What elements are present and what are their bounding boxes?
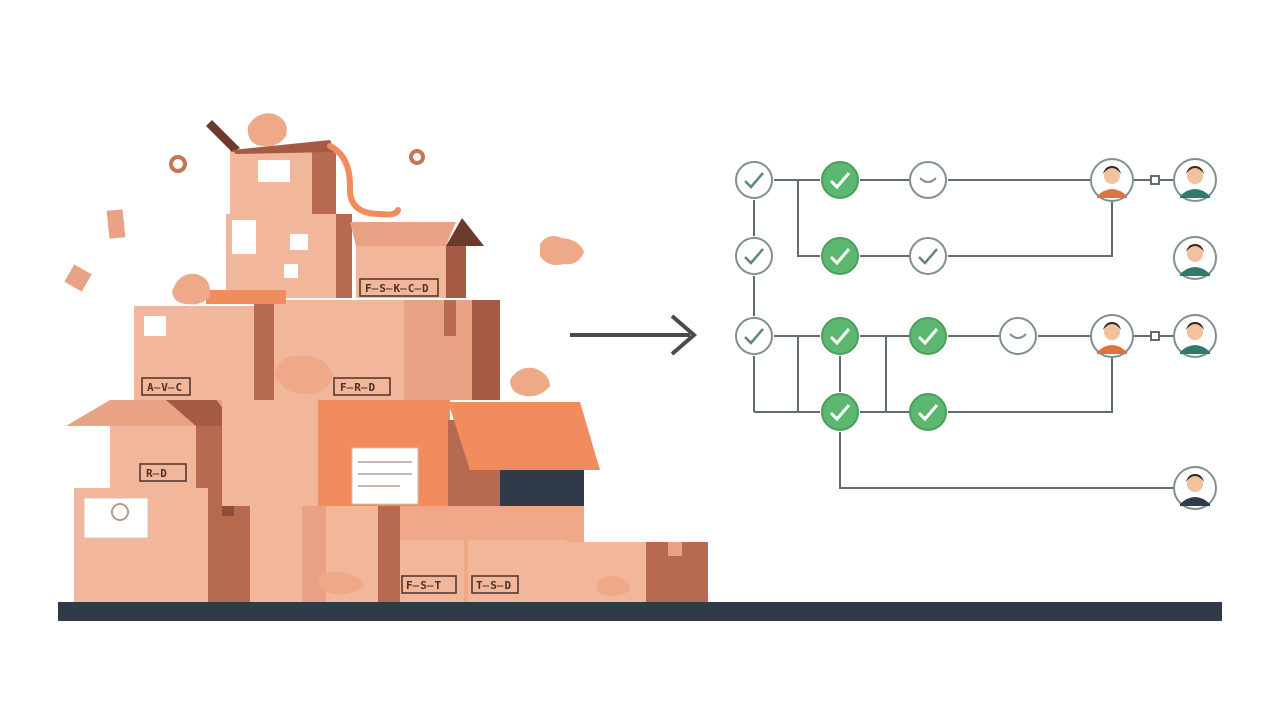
check-icon bbox=[918, 248, 938, 265]
smile-icon bbox=[919, 177, 937, 183]
check-node-outline bbox=[735, 237, 773, 275]
packing-peanut-cluster bbox=[318, 571, 364, 595]
pending-node bbox=[909, 161, 947, 199]
check-node-outline bbox=[909, 237, 947, 275]
pending-node bbox=[999, 317, 1037, 355]
box-side bbox=[312, 150, 336, 214]
check-icon bbox=[829, 172, 851, 190]
person-icon bbox=[1173, 466, 1217, 510]
flying-peanut bbox=[409, 149, 425, 165]
packing-peanut-cluster bbox=[274, 355, 333, 395]
check-node-complete bbox=[821, 161, 859, 199]
packing-slip bbox=[351, 447, 419, 505]
person-icon bbox=[1173, 314, 1217, 358]
packing-peanut-cluster bbox=[172, 273, 211, 305]
smile-icon bbox=[1009, 333, 1027, 339]
packing-ribbon bbox=[327, 143, 401, 218]
box-tape bbox=[444, 300, 456, 336]
box-label-frame bbox=[471, 575, 519, 594]
check-node-complete bbox=[821, 237, 859, 275]
box-flap bbox=[232, 140, 336, 154]
packing-peanut-cluster bbox=[247, 113, 287, 147]
check-icon bbox=[744, 328, 764, 345]
workflow-connectors bbox=[753, 179, 1174, 489]
box-flap bbox=[350, 222, 456, 246]
box-label: A̶V̶C bbox=[147, 381, 183, 394]
box-flap bbox=[206, 120, 240, 152]
box-side bbox=[196, 420, 222, 488]
box-label: T̶S̶D bbox=[476, 579, 512, 592]
flying-peanut bbox=[169, 155, 187, 173]
box-label-frame bbox=[359, 278, 439, 297]
box-side bbox=[472, 300, 500, 400]
floor bbox=[58, 602, 1222, 621]
check-icon bbox=[917, 328, 939, 346]
check-icon bbox=[829, 248, 851, 266]
shipping-label bbox=[232, 220, 256, 254]
packing-peanut-cluster bbox=[596, 575, 630, 597]
arrow-right-icon bbox=[570, 314, 698, 356]
connector-dot bbox=[1150, 331, 1160, 341]
check-icon bbox=[829, 328, 851, 346]
box bbox=[254, 300, 404, 400]
check-node-outline bbox=[735, 317, 773, 355]
check-icon bbox=[829, 404, 851, 422]
flying-peanut bbox=[540, 236, 584, 265]
box-label: R̶D bbox=[146, 467, 168, 480]
person-icon bbox=[1090, 158, 1134, 202]
box-side bbox=[446, 246, 466, 298]
box-label: F̶R̶D bbox=[340, 381, 376, 394]
check-node-complete bbox=[909, 317, 947, 355]
box bbox=[468, 540, 566, 602]
shipping-label bbox=[258, 160, 290, 182]
box-label-frame bbox=[333, 377, 391, 396]
shipping-label bbox=[290, 234, 308, 250]
box-label: F̶S̶K̶C̶D bbox=[365, 282, 430, 295]
person-icon bbox=[1090, 314, 1134, 358]
flying-box-scrap bbox=[106, 209, 126, 239]
label-stamp bbox=[111, 503, 129, 521]
check-node-complete bbox=[909, 393, 947, 431]
box-label-frame bbox=[401, 575, 457, 594]
check-icon bbox=[744, 248, 764, 265]
box bbox=[400, 540, 464, 602]
check-node-complete bbox=[821, 393, 859, 431]
box-tape bbox=[668, 542, 682, 556]
person-icon bbox=[1173, 158, 1217, 202]
box-pile: F̶S̶T T̶S̶D R̶D A̶V̶C F̶R̶D bbox=[64, 113, 708, 602]
flying-box-scrap bbox=[64, 264, 92, 292]
check-icon bbox=[917, 404, 939, 422]
box-opening bbox=[500, 468, 584, 506]
box-flap bbox=[446, 218, 484, 246]
box-label-frame bbox=[141, 377, 191, 396]
box-label: F̶S̶T bbox=[406, 579, 442, 592]
connector-dot bbox=[1150, 175, 1160, 185]
box bbox=[222, 400, 318, 506]
box-side bbox=[336, 214, 352, 298]
shipping-label bbox=[284, 264, 298, 278]
check-icon bbox=[744, 172, 764, 189]
box-label-frame bbox=[139, 463, 187, 482]
box-side bbox=[254, 300, 274, 400]
person-icon bbox=[1173, 236, 1217, 280]
box-tape bbox=[206, 290, 286, 304]
box-flap bbox=[448, 402, 600, 470]
packing-peanut-cluster bbox=[510, 367, 550, 397]
check-node-outline bbox=[735, 161, 773, 199]
check-node-complete bbox=[821, 317, 859, 355]
box-side bbox=[378, 506, 400, 602]
shipping-label bbox=[144, 316, 166, 336]
